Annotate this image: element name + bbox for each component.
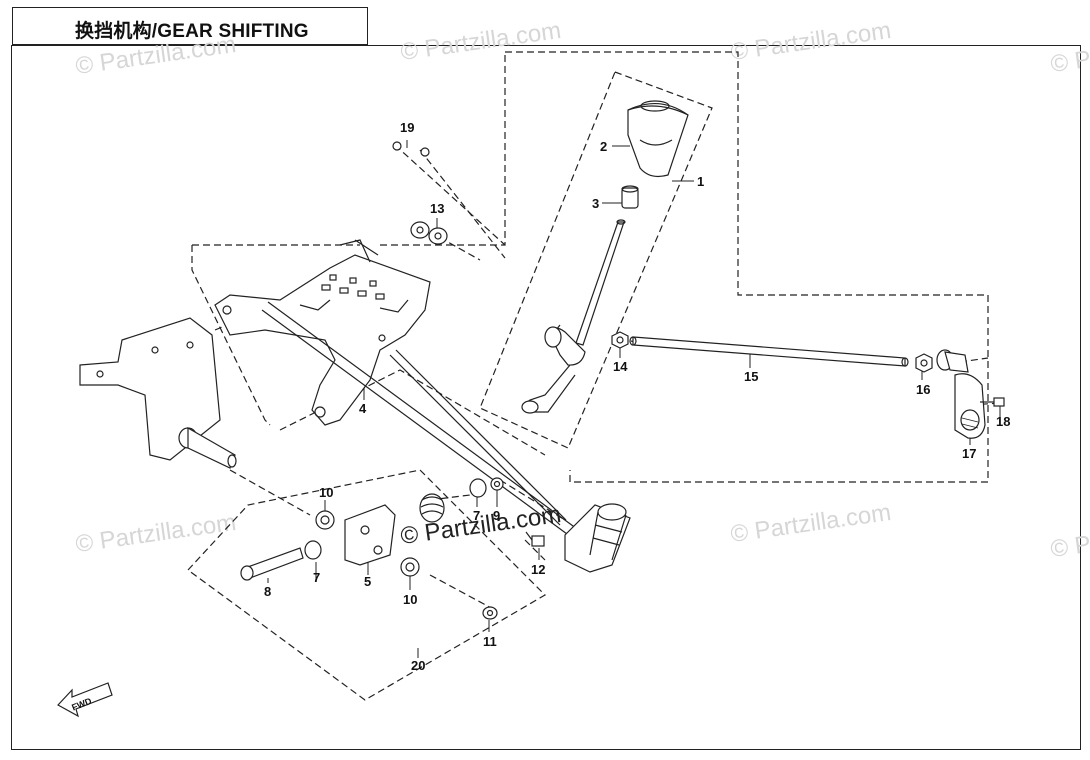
diagram-frame xyxy=(11,45,1081,750)
callout-18: 18 xyxy=(996,414,1010,429)
callout-12: 12 xyxy=(531,562,545,577)
part-callouts: 1 2 3 4 5 7 7 8 9 10 10 11 12 13 14 15 1… xyxy=(70,120,1010,713)
callout-9: 9 xyxy=(493,508,500,523)
callout-20: 20 xyxy=(411,658,425,673)
shift-gate-plate xyxy=(214,239,431,426)
nut-16 xyxy=(915,353,933,373)
bolt-12 xyxy=(525,531,545,547)
bushing-10 xyxy=(315,510,420,577)
callout-4: 4 xyxy=(359,401,367,416)
callout-5: 5 xyxy=(364,574,371,589)
shift-arm xyxy=(936,349,986,439)
washer-11 xyxy=(482,606,498,620)
nut-14 xyxy=(611,331,629,349)
callout-1: 1 xyxy=(697,174,704,189)
pivot-shaft xyxy=(178,426,237,469)
assembly-outlines xyxy=(187,51,1001,701)
cross-rods xyxy=(261,301,589,546)
fwd-arrow xyxy=(57,682,113,718)
spring xyxy=(419,493,445,523)
leader-lines xyxy=(267,140,1001,658)
callout-14: 14 xyxy=(613,359,628,374)
shift-lever xyxy=(521,219,626,414)
callout-8: 8 xyxy=(264,584,271,599)
nuts-13 xyxy=(410,221,448,245)
screws-19 xyxy=(392,141,430,157)
bolt-18 xyxy=(980,397,1005,407)
callout-16: 16 xyxy=(916,382,930,397)
callout-17: 17 xyxy=(962,446,976,461)
callout-3: 3 xyxy=(592,196,599,211)
callout-10a: 10 xyxy=(319,485,333,500)
callout-15: 15 xyxy=(744,369,758,384)
callout-2: 2 xyxy=(600,139,607,154)
pivot-bracket xyxy=(344,504,396,566)
callout-10b: 10 xyxy=(403,592,417,607)
bolt-8 xyxy=(240,547,304,581)
callout-19: 19 xyxy=(400,120,414,135)
shift-knob xyxy=(627,100,689,178)
shift-rod xyxy=(629,336,909,367)
callout-11: 11 xyxy=(483,634,497,649)
callout-7a: 7 xyxy=(313,570,320,585)
callout-7b: 7 xyxy=(473,508,480,523)
bushing-7 xyxy=(304,478,487,560)
title-box: 换挡机构/GEAR SHIFTING xyxy=(12,7,368,45)
callout-13: 13 xyxy=(430,201,444,216)
collar xyxy=(621,185,639,209)
page-title: 换挡机构/GEAR SHIFTING xyxy=(75,21,309,42)
washer-9 xyxy=(490,477,504,491)
selector-housing xyxy=(564,503,631,573)
